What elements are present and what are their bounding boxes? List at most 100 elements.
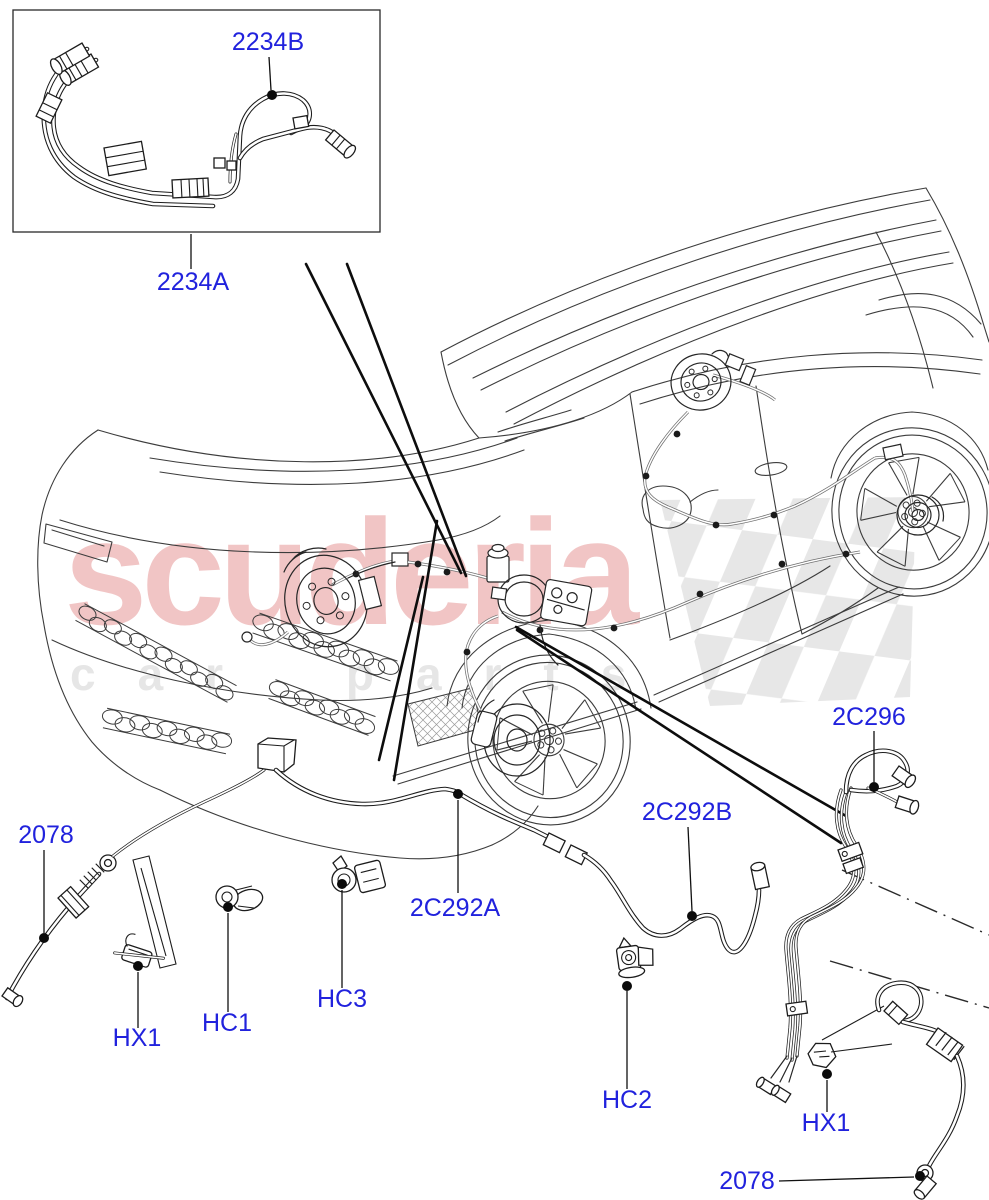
decor bbox=[838, 434, 988, 590]
decor bbox=[888, 462, 908, 496]
callout-HC3[interactable]: HC3 bbox=[317, 985, 367, 1013]
pipe-connector bbox=[391, 552, 409, 567]
decor bbox=[106, 707, 231, 735]
decor bbox=[363, 658, 386, 676]
rear-hub-rotor bbox=[896, 494, 945, 536]
decor bbox=[864, 487, 898, 507]
decor bbox=[467, 654, 631, 826]
decor bbox=[522, 684, 554, 692]
callout-HC2[interactable]: HC2 bbox=[602, 1086, 652, 1114]
decor bbox=[492, 680, 606, 800]
door-handle bbox=[754, 462, 788, 476]
decor bbox=[75, 619, 228, 703]
decor bbox=[794, 786, 866, 1058]
decor bbox=[912, 457, 920, 495]
decor bbox=[514, 754, 541, 782]
callout-HC1[interactable]: HC1 bbox=[202, 1009, 252, 1037]
decor bbox=[329, 708, 351, 725]
decor bbox=[860, 488, 866, 521]
decor bbox=[949, 473, 966, 503]
decor bbox=[377, 658, 400, 675]
decor bbox=[79, 879, 89, 889]
decor bbox=[559, 753, 578, 789]
decor bbox=[576, 763, 598, 789]
decor bbox=[335, 611, 344, 620]
inset-pipe-assembly bbox=[35, 42, 357, 209]
decor bbox=[308, 582, 317, 591]
decor bbox=[693, 392, 700, 399]
decor bbox=[129, 715, 151, 731]
decor bbox=[584, 699, 602, 729]
front-brake-backing-plate bbox=[283, 547, 396, 648]
decor bbox=[95, 863, 105, 873]
decor bbox=[101, 709, 123, 725]
watermark-brand-text: scuderia bbox=[64, 488, 641, 656]
decor bbox=[876, 525, 904, 553]
callout-2234B[interactable]: 2234B bbox=[232, 28, 304, 56]
decor bbox=[561, 699, 586, 730]
decor bbox=[114, 717, 136, 733]
decor bbox=[514, 781, 544, 796]
decor bbox=[474, 661, 624, 819]
brake-pipes-on-vehicle bbox=[241, 373, 915, 711]
locator-wedges bbox=[304, 262, 848, 845]
decor bbox=[259, 612, 398, 662]
rear-brake-backing-plate bbox=[670, 349, 757, 411]
callout-labels: 2234B 2234A 2078 HX1 HC1 HC3 2C292A 2C29… bbox=[18, 28, 906, 1195]
decor bbox=[327, 640, 350, 658]
decor bbox=[293, 690, 315, 707]
callout-2234A[interactable]: 2234A bbox=[157, 268, 230, 296]
decor bbox=[277, 623, 299, 640]
decor bbox=[279, 690, 301, 707]
clip-hc1 bbox=[215, 885, 264, 912]
decor bbox=[547, 684, 554, 723]
checkered-flag-watermark bbox=[660, 497, 916, 706]
brake-booster-assembly bbox=[486, 543, 593, 666]
vehicle-line-art bbox=[37, 187, 989, 860]
callout-2C292A[interactable]: 2C292A bbox=[410, 894, 501, 922]
decor bbox=[275, 679, 376, 718]
callout-2078-right[interactable]: 2078 bbox=[719, 1167, 775, 1195]
callout-2C296[interactable]: 2C296 bbox=[832, 703, 906, 731]
brake-components bbox=[283, 349, 945, 777]
decor bbox=[183, 726, 205, 742]
decor bbox=[343, 708, 365, 725]
callout-HX1-left[interactable]: HX1 bbox=[113, 1024, 162, 1052]
decor bbox=[83, 875, 93, 885]
part-drawings bbox=[1, 737, 966, 1200]
decor bbox=[549, 727, 557, 735]
decor bbox=[141, 722, 163, 739]
decor bbox=[352, 649, 375, 667]
decor bbox=[794, 786, 866, 1058]
decor bbox=[327, 577, 336, 586]
decor bbox=[268, 697, 369, 736]
callout-2C292B[interactable]: 2C292B bbox=[642, 798, 732, 826]
decor bbox=[156, 720, 178, 737]
decor bbox=[929, 501, 966, 508]
decor bbox=[196, 734, 218, 750]
callout-leaders bbox=[39, 56, 925, 1182]
decor bbox=[268, 681, 290, 697]
front-brake-pipe-assembly bbox=[257, 737, 771, 955]
front-wheel bbox=[467, 654, 631, 826]
decor bbox=[785, 789, 855, 1059]
decor bbox=[922, 526, 940, 561]
front-brake-hose-left bbox=[1, 768, 266, 1008]
clip-hc2 bbox=[615, 936, 654, 979]
decor bbox=[938, 536, 961, 561]
decor bbox=[87, 871, 97, 881]
decor bbox=[304, 699, 326, 716]
inset-detail-box bbox=[12, 9, 381, 233]
decor bbox=[707, 389, 714, 396]
decor bbox=[533, 723, 565, 757]
decor bbox=[338, 649, 360, 667]
decor bbox=[313, 640, 335, 658]
decor bbox=[702, 365, 709, 372]
decor bbox=[542, 757, 546, 796]
decor bbox=[925, 472, 951, 502]
decor bbox=[941, 1036, 953, 1051]
decor bbox=[302, 601, 311, 610]
callout-HX1-right[interactable]: HX1 bbox=[802, 1109, 851, 1137]
callout-2078-left[interactable]: 2078 bbox=[18, 821, 74, 849]
